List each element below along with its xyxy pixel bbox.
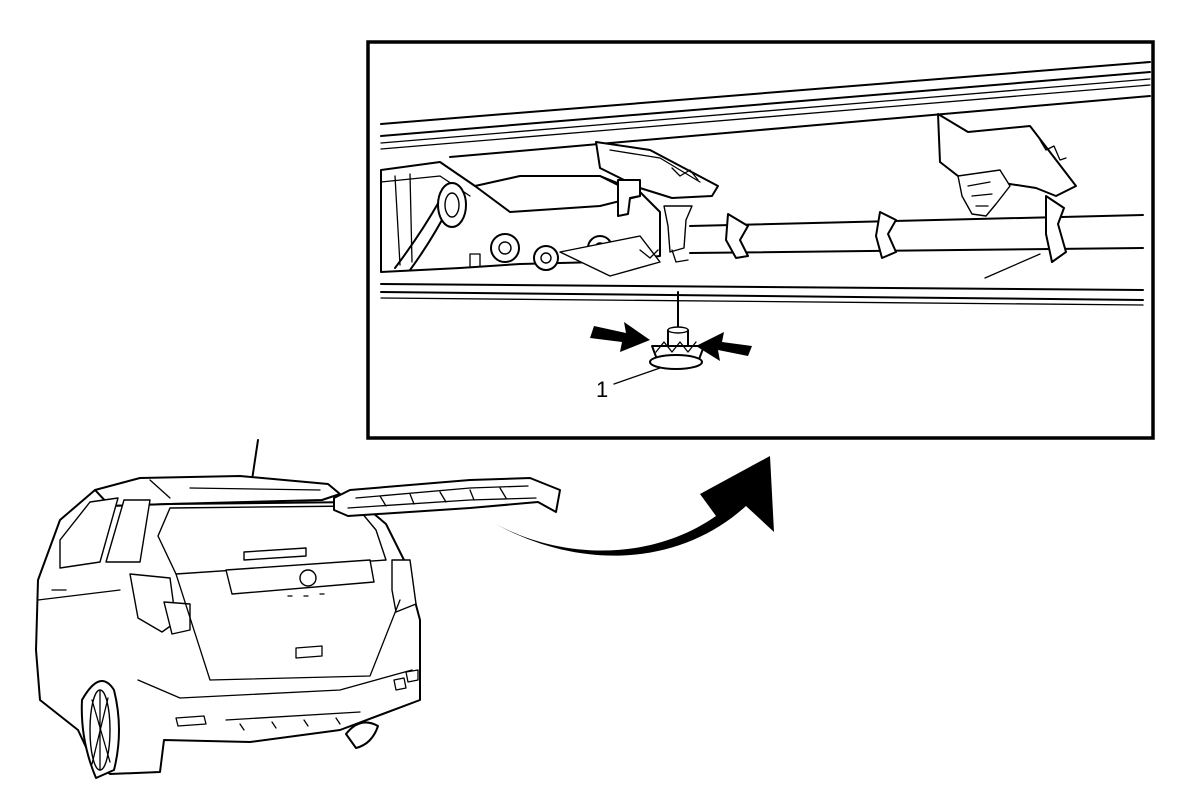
arrow-left-icon — [696, 332, 752, 361]
roof-edge-lines — [380, 61, 1151, 158]
spoiler-base-lines — [380, 283, 1144, 306]
detail-inset: 1 — [366, 40, 1155, 440]
spoiler-rail — [689, 195, 1144, 279]
callout-label-1: 1 — [596, 377, 608, 402]
right-clip-bracket — [937, 113, 1077, 217]
vehicle-rear-view — [35, 439, 421, 779]
center-clip-bracket — [595, 141, 719, 263]
wiring-assembly — [380, 161, 661, 277]
rear-spoiler-removed — [333, 477, 561, 517]
callout-1: 1 — [596, 367, 661, 402]
antenna — [251, 439, 259, 481]
arrow-right-icon — [590, 322, 650, 352]
curved-arrow-icon — [492, 456, 774, 556]
push-pin-retainer — [649, 291, 705, 370]
